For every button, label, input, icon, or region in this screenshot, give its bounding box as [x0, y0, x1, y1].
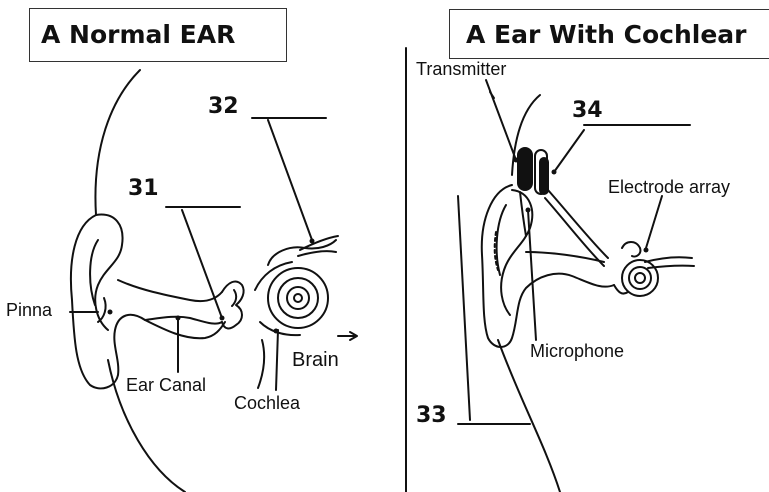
cochlear-ear-drawing: [458, 80, 694, 492]
cochlear-ear-title: A Ear With Cochlear: [449, 9, 769, 59]
label-number-33: 33: [416, 405, 447, 427]
microphone-label: Microphone: [530, 342, 624, 360]
brain-label: Brain: [292, 350, 339, 370]
electrode-array-label: Electrode array: [608, 178, 730, 196]
label-number-31: 31: [128, 178, 159, 200]
cochlear-ear-title-text: A Ear With Cochlear: [466, 22, 747, 47]
transmitter-label: Transmitter: [416, 60, 506, 78]
normal-ear-title-text: A Normal EAR: [41, 22, 235, 47]
normal-ear-drawing: [70, 70, 357, 492]
label-number-32: 32: [208, 96, 239, 118]
normal-ear-title: A Normal EAR: [29, 8, 287, 62]
ear-canal-label: Ear Canal: [126, 376, 206, 394]
cochlea-label: Cochlea: [234, 394, 300, 412]
label-number-34: 34: [572, 100, 603, 122]
pinna-label: Pinna: [6, 301, 52, 319]
